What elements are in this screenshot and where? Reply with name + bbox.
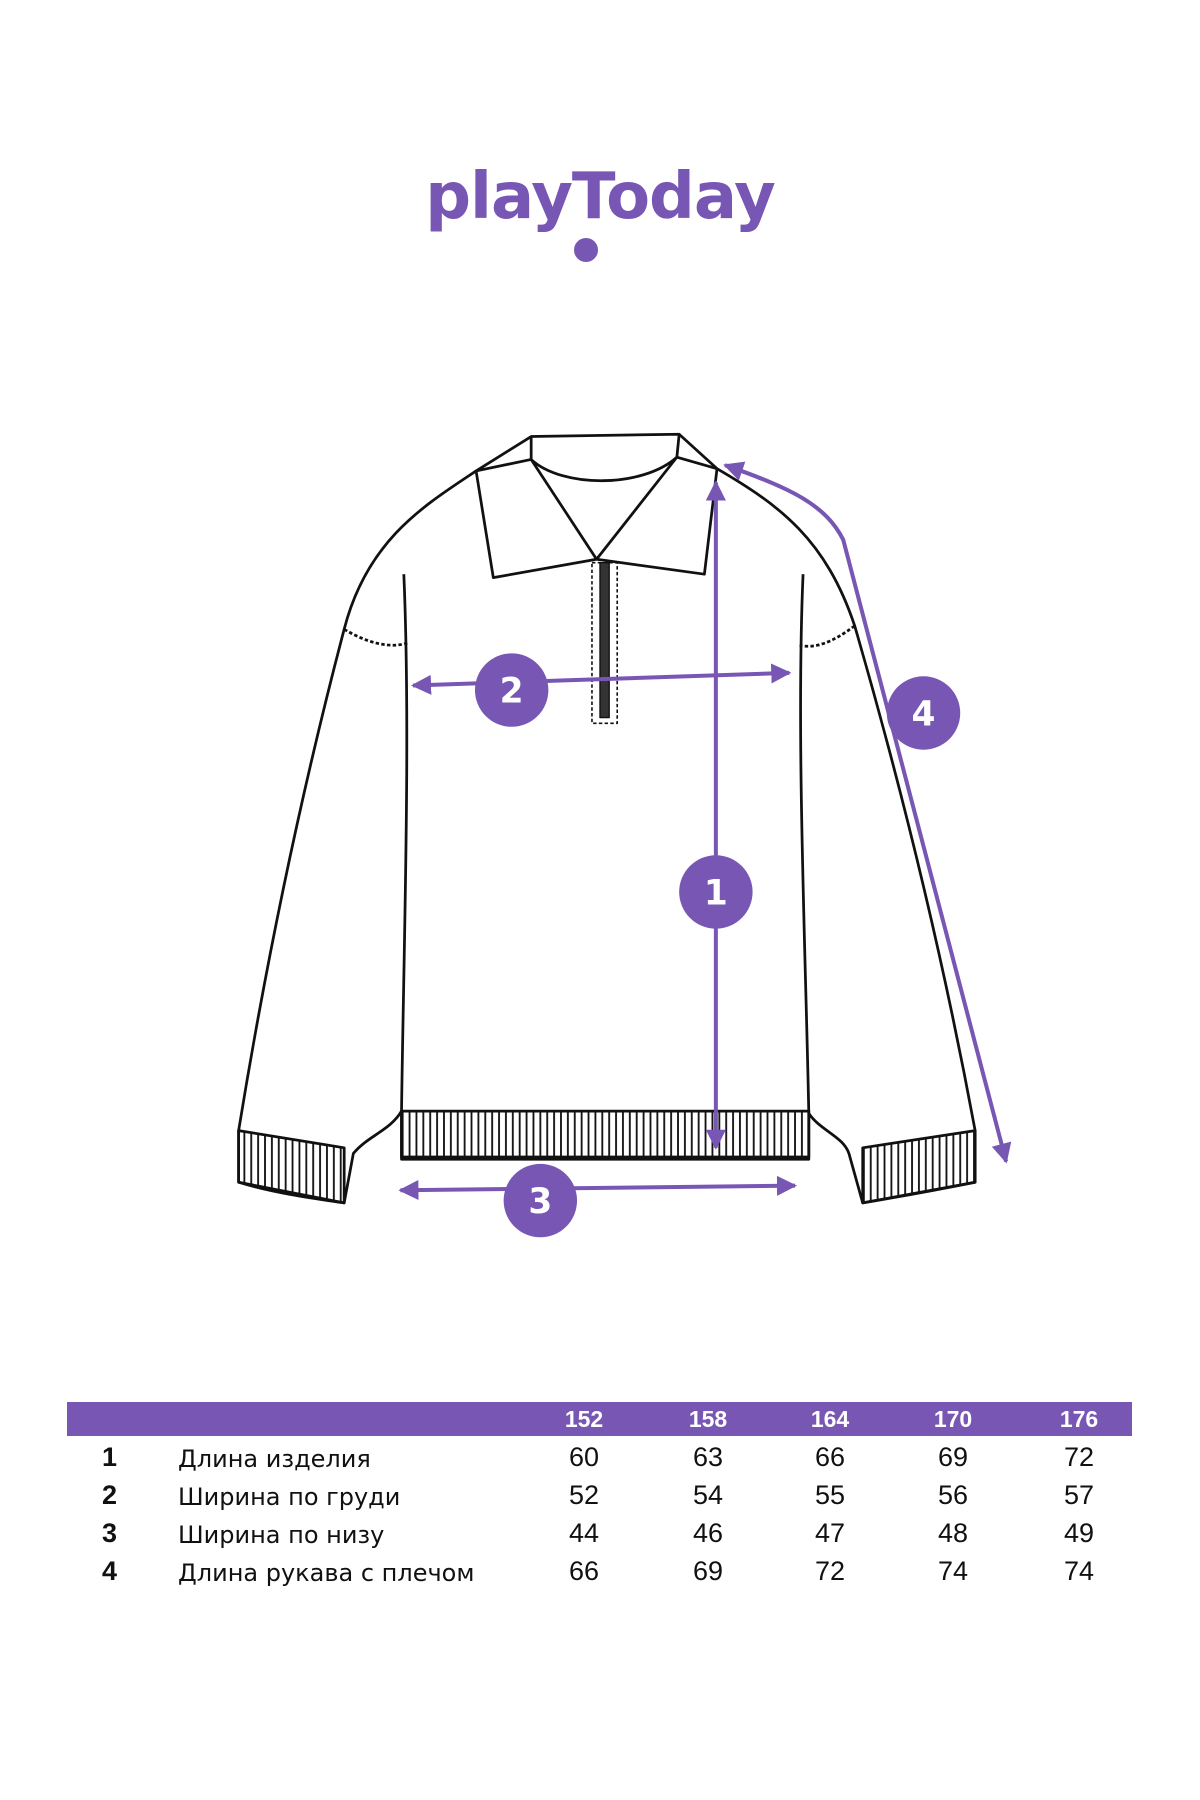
row-number: 2 [102, 1480, 118, 1510]
row-label: Ширина по груди [178, 1483, 401, 1511]
cell: 72 [1063, 1442, 1095, 1472]
cell: 55 [814, 1480, 846, 1510]
cell: 66 [568, 1556, 600, 1586]
cell: 69 [692, 1556, 724, 1586]
table-row: 4 Длина рукава с плечом 66 69 72 74 74 [67, 1550, 1132, 1588]
cell: 49 [1063, 1518, 1095, 1548]
cell: 54 [692, 1480, 724, 1510]
table-row: 1 Длина изделия 60 63 66 69 72 [67, 1436, 1132, 1474]
cell: 52 [568, 1480, 600, 1510]
cell: 74 [1063, 1556, 1095, 1586]
sweater-outline [237, 432, 977, 1205]
size-170: 170 [933, 1406, 973, 1432]
logo-dot [574, 238, 598, 262]
marker-4 [886, 676, 961, 750]
arrow-hem [398, 1175, 798, 1201]
cell: 60 [568, 1442, 600, 1472]
cell: 72 [814, 1556, 846, 1586]
size-176: 176 [1059, 1406, 1099, 1432]
size-164: 164 [810, 1406, 850, 1432]
cell: 66 [814, 1442, 846, 1472]
table-row: 3 Ширина по низу 44 46 47 48 49 [67, 1512, 1132, 1550]
row-label: Длина рукава с плечом [178, 1559, 475, 1587]
marker-1-label: 1 [704, 874, 728, 914]
cell: 46 [692, 1518, 724, 1548]
cell: 48 [937, 1518, 969, 1548]
row-number: 1 [102, 1442, 118, 1472]
row-number: 4 [102, 1556, 118, 1586]
arrow-sleeve [723, 461, 1012, 1164]
marker-3 [503, 1163, 578, 1238]
marker-2 [474, 653, 549, 727]
cell: 44 [568, 1518, 600, 1548]
marker-4-label: 4 [912, 695, 936, 735]
brand-logo: playToday [425, 160, 776, 234]
cell: 74 [937, 1556, 969, 1586]
marker-2-label: 2 [500, 672, 524, 712]
cell: 63 [692, 1442, 724, 1472]
cell: 69 [937, 1442, 969, 1472]
cell: 47 [814, 1518, 846, 1548]
table-row: 2 Ширина по груди 52 54 55 56 57 [67, 1474, 1132, 1512]
marker-3-label: 3 [528, 1182, 552, 1222]
row-label: Ширина по низу [178, 1521, 385, 1549]
size-152: 152 [564, 1406, 604, 1432]
marker-1 [679, 855, 753, 929]
row-label: Длина изделия [178, 1445, 371, 1473]
size-header: 152 158 164 170 176 [67, 1402, 1132, 1436]
cell: 57 [1063, 1480, 1095, 1510]
row-number: 3 [102, 1518, 118, 1548]
measure-arrows [398, 461, 1012, 1201]
size-table: 152 158 164 170 176 1 Длина изделия 60 6… [67, 1402, 1132, 1588]
cell: 56 [937, 1480, 969, 1510]
size-158: 158 [688, 1406, 728, 1432]
